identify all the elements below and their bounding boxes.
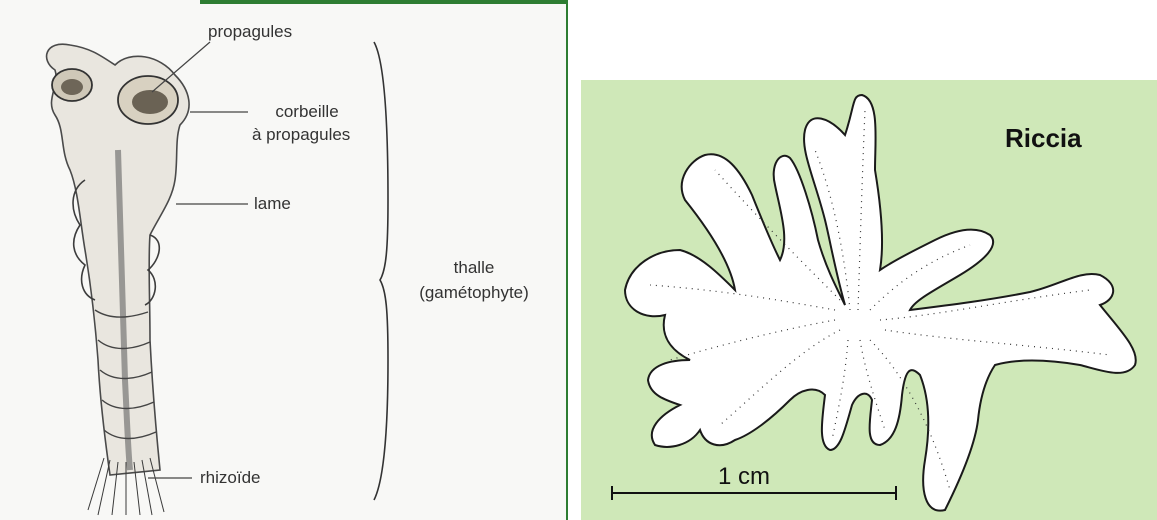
- propagule-cup-left-inner: [61, 79, 83, 95]
- rhizoids: [88, 458, 164, 515]
- label-gametophyte: (gamétophyte): [404, 283, 544, 303]
- label-propagules: propagules: [208, 22, 292, 42]
- scale-label: 1 cm: [718, 463, 770, 491]
- label-corbeille-line2: à propagules: [252, 125, 350, 145]
- marchantia-thallus: [47, 44, 189, 515]
- riccia-title: Riccia: [1005, 123, 1082, 154]
- label-lame: lame: [254, 194, 291, 214]
- label-rhizoide: rhizoïde: [200, 468, 260, 488]
- propagule-cup-right-inner: [132, 90, 168, 114]
- label-corbeille: corbeille: [257, 102, 357, 122]
- label-thalle: thalle: [404, 258, 544, 278]
- thallus-brace: [374, 42, 388, 500]
- label-corbeille-line1: corbeille: [257, 102, 357, 122]
